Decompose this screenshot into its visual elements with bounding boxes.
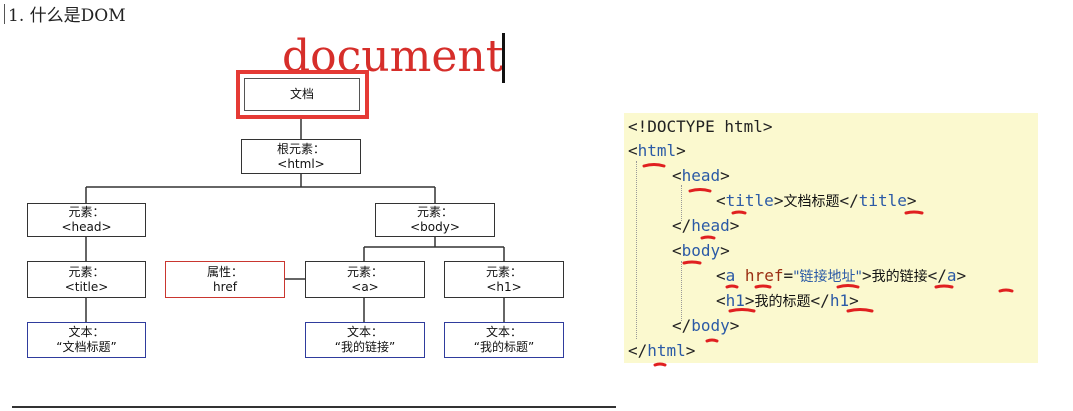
code-line-head-open: <head> (672, 166, 730, 185)
heading-text: 什么是DOM (29, 6, 126, 26)
href-attribute-node: 属性： href (165, 261, 285, 298)
h1-open-tag: h1 (725, 291, 745, 310)
code-line-body-open: <body> (672, 241, 730, 260)
title-text-node: 文本： “文档标题” (27, 322, 146, 358)
document-node-label: 文档 (289, 87, 314, 101)
title-open-tag: title (725, 191, 774, 210)
html-code-panel: <!DOCTYPE html> <html> <head> <title>文档标… (624, 113, 1038, 363)
root-element-node: 根元素： <html> (241, 139, 361, 174)
title-close-tag: title (858, 191, 907, 210)
attr-node-line1: 属性： (206, 264, 243, 279)
text-title-line2: “文档标题” (56, 340, 117, 354)
href-attribute: href (744, 266, 784, 285)
body-element-node: 元素： <body> (375, 203, 495, 237)
code-line-body-close: </body> (672, 316, 740, 335)
title-node-line1: 元素： (68, 264, 105, 279)
html-close-tag: html (647, 341, 686, 360)
title-element-node: 元素： <title> (27, 261, 146, 298)
doctype-text: <!DOCTYPE html> (628, 117, 773, 136)
a-open-tag: a (725, 266, 736, 285)
h1-text: 我的标题 (754, 294, 811, 310)
head-close-tag: head (691, 216, 730, 235)
a-node-line1: 元素： (346, 264, 383, 279)
code-line-anchor: <a href="链接地址">我的链接</a> (716, 266, 967, 285)
indent-guide (636, 161, 637, 339)
text-a-line1: 文本： (346, 325, 383, 339)
a-node-line2: <a> (351, 279, 379, 294)
code-line-html-close: </html> (628, 341, 696, 360)
document-node: 文档 (244, 78, 360, 111)
body-node-line1: 元素： (416, 205, 453, 219)
head-node-line1: 元素： (68, 205, 105, 219)
h1-node-line2: <h1> (486, 279, 522, 294)
code-line-doctype: <!DOCTYPE html> (628, 115, 773, 139)
code-line-h1: <h1>我的标题</h1> (716, 291, 859, 310)
html-open-tag: html (637, 141, 677, 160)
indent-guide (681, 185, 682, 221)
head-node-line2: <head> (61, 220, 112, 234)
h1-element-node: 元素： <h1> (444, 261, 564, 298)
attr-node-line2: href (213, 279, 237, 294)
root-node-line2: <html> (277, 156, 325, 171)
head-element-node: 元素： <head> (27, 203, 146, 237)
a-text-node: 文本： “我的链接” (305, 322, 425, 358)
page-heading: 1. 什么是DOM (0, 2, 126, 30)
text-h1-line1: 文本： (485, 325, 522, 339)
root-node-line1: 根元素： (276, 141, 325, 156)
a-close-tag: a (946, 266, 957, 285)
text-caret (4, 4, 5, 24)
a-element-node: 元素： <a> (305, 261, 425, 298)
head-open-tag: head (681, 166, 721, 185)
document-node-highlight: 文档 (236, 70, 369, 119)
code-line-head-close: </head> (672, 216, 740, 235)
h1-close-tag: h1 (829, 291, 850, 310)
title-text: 文档标题 (783, 194, 840, 210)
body-node-line2: <body> (410, 220, 460, 234)
text-a-line2: “我的链接” (334, 340, 396, 354)
h1-node-line1: 元素： (485, 264, 522, 279)
code-line-title: <title>文档标题</title> (716, 191, 917, 210)
body-close-tag: body (691, 316, 730, 335)
href-value: "链接地址" (793, 269, 862, 285)
text-title-line1: 文本： (68, 325, 105, 339)
anchor-text: 我的链接 (871, 269, 928, 285)
indent-guide (681, 261, 682, 321)
text-cursor (502, 33, 505, 83)
bottom-divider (12, 406, 616, 408)
text-h1-line2: “我的标题” (473, 340, 535, 354)
body-open-tag: body (681, 241, 721, 260)
h1-text-node: 文本： “我的标题” (444, 322, 564, 358)
code-line-html-open: <html> (628, 141, 686, 160)
heading-number: 1. (8, 6, 25, 26)
title-node-line2: <title> (64, 279, 109, 294)
